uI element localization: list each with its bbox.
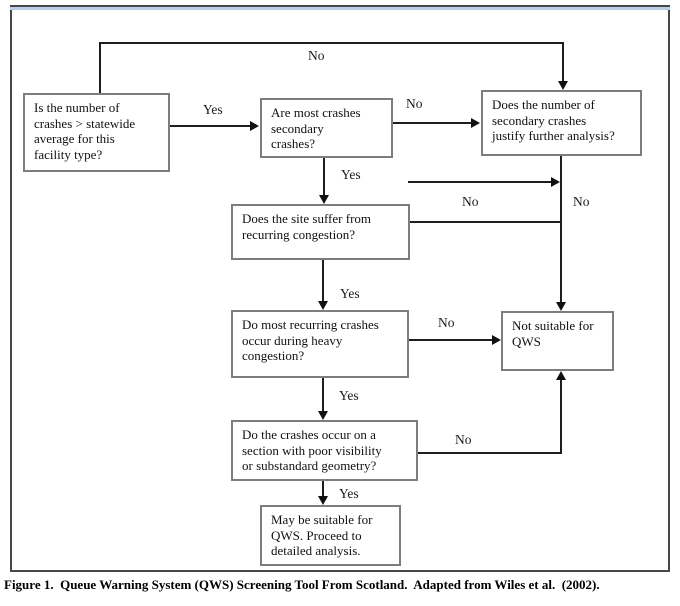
connector-mid-arrow xyxy=(408,181,552,183)
node-recurring-congestion: Does the site suffer from recurring cong… xyxy=(231,204,410,260)
connector-heavy-no xyxy=(409,339,493,341)
connector-yes-to-suitable xyxy=(322,481,324,497)
node-may-be-suitable: May be suitable for QWS. Proceed to deta… xyxy=(260,505,401,566)
connector-no-top-up xyxy=(99,42,101,93)
connector-recurring-no xyxy=(410,221,562,223)
connector-justify-down xyxy=(560,156,562,303)
connector-no-top-down xyxy=(562,42,564,81)
edge-label-yes-recurring-heavy: Yes xyxy=(340,286,360,301)
node-heavy-congestion: Do most recurring crashes occur during h… xyxy=(231,310,409,378)
node-crash-average: Is the number of crashes > statewide ave… xyxy=(23,93,170,172)
edge-label-no-top: No xyxy=(308,48,325,63)
arrowhead-into-notsuitable-left xyxy=(492,335,501,345)
node-not-suitable: Not suitable for QWS xyxy=(501,311,614,371)
connector-visibility-no-across xyxy=(418,452,562,454)
connector-yes-to-secondary xyxy=(170,125,251,127)
frame-top-accent xyxy=(10,7,670,10)
node-visibility-geometry: Do the crashes occur on a section with p… xyxy=(231,420,418,481)
edge-label-no-heavy: No xyxy=(438,315,455,330)
edge-label-yes-secondary-recurring: Yes xyxy=(341,167,361,182)
arrowhead-into-suitable xyxy=(318,496,328,505)
connector-yes-to-recurring xyxy=(323,158,325,196)
node-justify-analysis: Does the number of secondary crashes jus… xyxy=(481,90,642,156)
arrowhead-into-justify-left xyxy=(471,118,480,128)
connector-yes-to-visibility xyxy=(322,378,324,412)
edge-label-no-junction-right: No xyxy=(573,194,590,209)
connector-visibility-no-up xyxy=(560,379,562,454)
arrowhead-into-heavy xyxy=(318,301,328,310)
connector-yes-to-heavy xyxy=(322,260,324,302)
edge-label-yes-visibility-suitable: Yes xyxy=(339,486,359,501)
figure-caption: Figure 1. Queue Warning System (QWS) Scr… xyxy=(4,577,600,592)
node-secondary-crashes: Are most crashes secondary crashes? xyxy=(260,98,393,158)
connector-no-to-justify xyxy=(392,122,472,124)
edge-label-no-visibility: No xyxy=(455,432,472,447)
arrowhead-into-notsuitable-bottom xyxy=(556,371,566,380)
arrowhead-mid-into-line xyxy=(551,177,560,187)
arrowhead-into-notsuitable-top xyxy=(556,302,566,311)
arrowhead-into-visibility xyxy=(318,411,328,420)
edge-label-yes-crash-secondary: Yes xyxy=(203,102,223,117)
arrowhead-into-secondary xyxy=(250,121,259,131)
arrowhead-into-justify-top xyxy=(558,81,568,90)
edge-label-yes-heavy-visibility: Yes xyxy=(339,388,359,403)
connector-no-top-across xyxy=(99,42,564,44)
edge-label-no-junction-left: No xyxy=(462,194,479,209)
edge-label-no-secondary-justify: No xyxy=(406,96,423,111)
arrowhead-into-recurring xyxy=(319,195,329,204)
